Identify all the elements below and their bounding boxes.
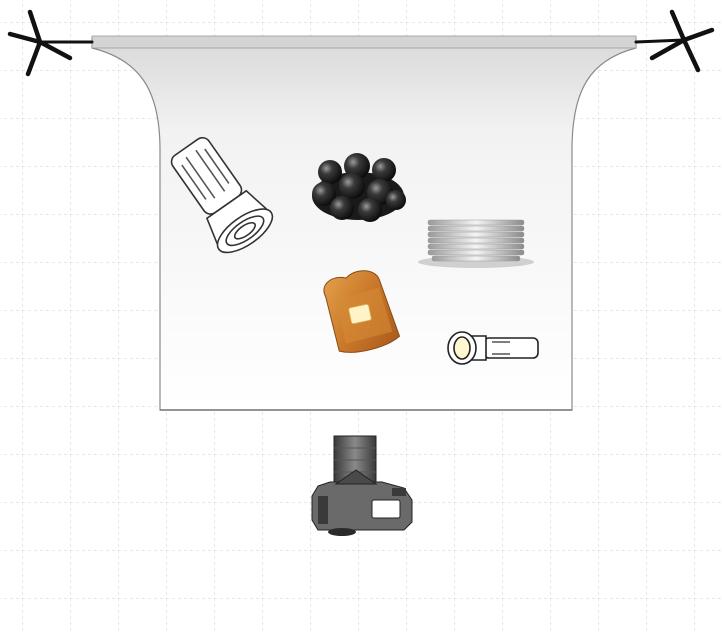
backdrop-sweep xyxy=(92,36,636,410)
plate-stack-icon xyxy=(418,220,534,268)
light-stand-left-icon xyxy=(10,12,92,74)
blueberries-icon xyxy=(312,153,406,222)
camera-icon xyxy=(312,436,412,536)
light-stand-right-icon xyxy=(636,12,712,70)
